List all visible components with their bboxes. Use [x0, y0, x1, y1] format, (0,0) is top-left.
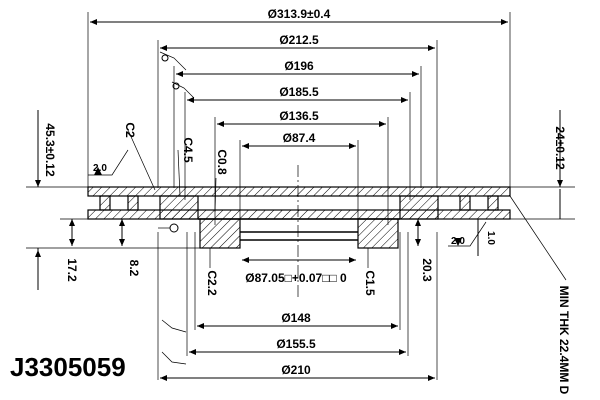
chamfer-c2-2: C2.2: [205, 270, 219, 296]
min-thickness-label: MIN THK 22.4MM D: [557, 286, 571, 395]
extension-lines: [87, 12, 511, 380]
dim-outer-diameter: Ø313.9±0.4: [268, 7, 331, 21]
dim-212-diameter: Ø212.5: [279, 33, 319, 47]
dim-185-diameter: Ø185.5: [279, 85, 319, 99]
flatness-right: 2.0: [451, 236, 465, 247]
chamfer-c2: C2: [123, 122, 137, 138]
dim-196-diameter: Ø196: [284, 59, 314, 73]
left-height-dims: [26, 110, 200, 290]
disc-cross-section: [87, 186, 511, 249]
part-number: J3305059: [10, 352, 126, 382]
flatness-left: 2.0: [93, 163, 107, 174]
chamfer-c0-8: C0.8: [215, 149, 229, 175]
dim-136-diameter: Ø136.5: [279, 109, 319, 123]
dim-disc-thickness: 24±0.12: [553, 126, 567, 170]
chamfer-leaders: [127, 129, 369, 268]
dim-17-2: 17.2: [65, 258, 79, 282]
dim-total-height: 45.3±0.12: [43, 123, 57, 177]
dim-20-3: 20.3: [420, 258, 434, 282]
bottom-dimension-lines: [160, 323, 435, 381]
chamfer-c4-5: C4.5: [181, 137, 195, 163]
top-dimension-lines: [90, 19, 508, 149]
right-height-dims: [415, 110, 575, 256]
chamfer-c1-5: C1.5: [363, 270, 377, 296]
dim-155-diameter: Ø155.5: [276, 337, 316, 351]
dim-8-2: 8.2: [127, 260, 141, 277]
dim-87-4-diameter: Ø87.4: [283, 131, 316, 145]
gdt-symbols: [88, 51, 567, 365]
runout-value: 1.0: [485, 231, 496, 245]
dim-210-diameter: Ø210: [281, 363, 311, 377]
dim-center-bore: Ø87.05□+0.07□□ 0: [245, 271, 347, 285]
dim-148-diameter: Ø148: [281, 311, 311, 325]
